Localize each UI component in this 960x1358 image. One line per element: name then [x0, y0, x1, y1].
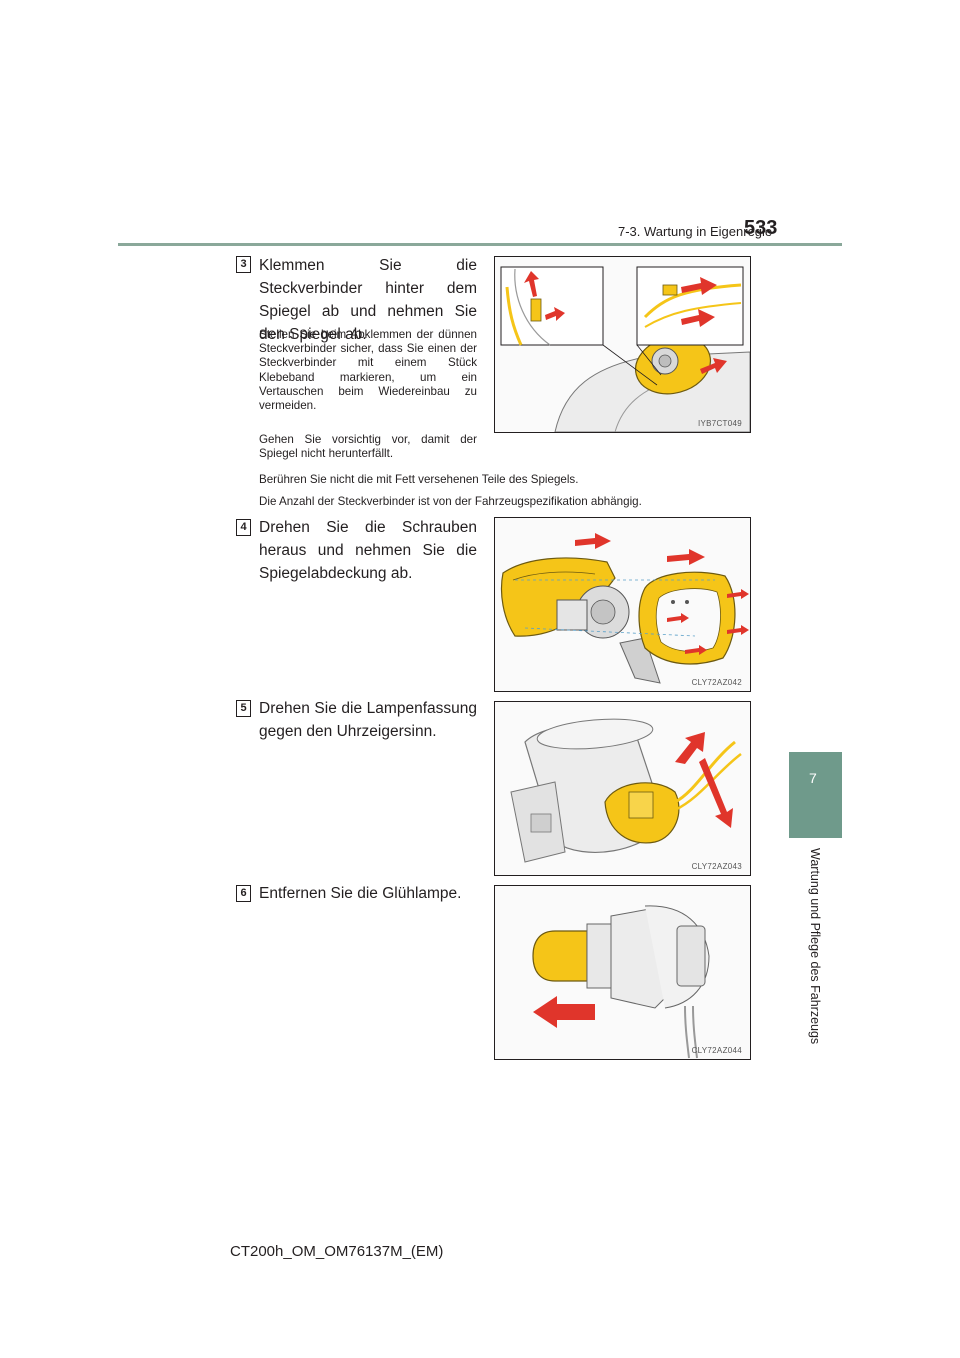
step-6-heading: Entfernen Sie die Glühlampe.	[259, 885, 462, 902]
figure-lamp-socket: CLY72AZ043	[494, 701, 751, 876]
step-badge-5: 5	[236, 700, 251, 717]
step-3-note-careful: Gehen Sie vorsichtig vor, damit der Spie…	[259, 433, 477, 461]
footer-manual-code: CT200h_OM_OM76137M_(EM)	[230, 1243, 444, 1260]
figure-mirror-connectors: IYB7CT049	[494, 256, 751, 433]
figure-bulb: CLY72AZ044	[494, 885, 751, 1060]
step-5-heading: Drehen Sie die Lampenfassung gegen den U…	[259, 700, 477, 740]
step-3-note-tape: Stellen Sie beim Abklemmen der dünnen St…	[259, 328, 477, 413]
step-3-heading: Klemmen Sie die Steckverbinder hinter de…	[259, 257, 477, 343]
figure-code-step-6: CLY72AZ044	[691, 1046, 742, 1055]
figure-code-step-5: CLY72AZ043	[691, 862, 742, 871]
step-4-heading: Drehen Sie die Schrauben heraus und nehm…	[259, 519, 477, 582]
chapter-tab	[789, 752, 842, 838]
step-badge-4: 4	[236, 519, 251, 536]
step-3-note-count: Die Anzahl der Steckverbinder ist von de…	[259, 495, 642, 508]
figure-mirror-cover: CLY72AZ042	[494, 517, 751, 692]
step-3-note-grease: Berühren Sie nicht die mit Fett versehen…	[259, 473, 579, 486]
chapter-label: Wartung und Pflege des Fahrzeugs	[808, 848, 822, 1045]
chapter-number: 7	[809, 770, 817, 786]
step-badge-6: 6	[236, 885, 251, 902]
section-title: 7-3. Wartung in Eigenregie	[618, 224, 773, 239]
step-badge-3: 3	[236, 256, 251, 273]
figure-code-step-3: IYB7CT049	[697, 419, 742, 428]
header-rule	[118, 243, 842, 246]
figure-code-step-4: CLY72AZ042	[691, 678, 742, 687]
page-number: 533	[744, 217, 778, 239]
